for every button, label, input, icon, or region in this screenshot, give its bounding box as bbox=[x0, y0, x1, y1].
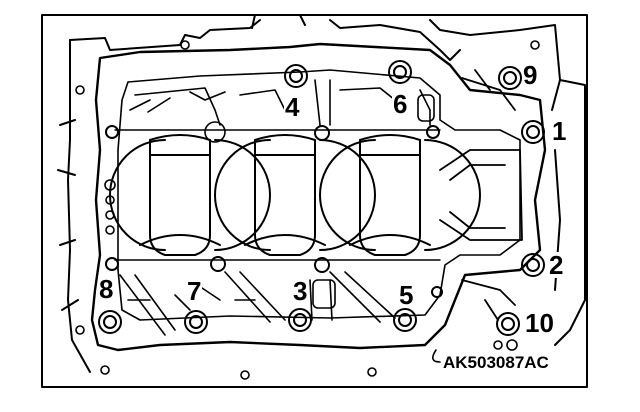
bolt-label-5: 5 bbox=[398, 280, 415, 310]
oil-passages bbox=[75, 40, 540, 380]
bolt-heads bbox=[98, 60, 545, 336]
lower-ribs bbox=[119, 271, 396, 336]
bolt-head-8 bbox=[98, 310, 122, 334]
bolt-label-3: 3 bbox=[292, 276, 309, 306]
reference-leader bbox=[432, 349, 441, 363]
figure-frame bbox=[41, 14, 588, 388]
upper-block-outline bbox=[57, 14, 586, 373]
bearing-caps bbox=[139, 134, 431, 256]
right-boss bbox=[439, 69, 523, 321]
bolt-label-8: 8 bbox=[98, 274, 115, 304]
figure-reference-code: AK503087AC bbox=[443, 353, 549, 372]
bolt-head-1 bbox=[521, 120, 545, 144]
bolt-head-6 bbox=[388, 60, 412, 84]
bolt-head-3 bbox=[288, 308, 312, 332]
bolt-label-10: 10 bbox=[524, 308, 555, 338]
bolt-head-4 bbox=[284, 64, 308, 88]
bolt-head-9 bbox=[498, 66, 522, 90]
ladder-frame-outline bbox=[90, 42, 547, 352]
bolt-head-5 bbox=[393, 308, 417, 332]
upper-ribs bbox=[129, 79, 431, 126]
bolt-head-10 bbox=[496, 312, 520, 336]
bolt-label-2: 2 bbox=[548, 250, 565, 280]
bolt-label-6: 6 bbox=[392, 89, 409, 119]
bolt-head-2 bbox=[521, 253, 545, 277]
bolt-head-7 bbox=[184, 310, 208, 334]
bolt-label-9: 9 bbox=[522, 60, 539, 90]
main-bearing-bores bbox=[109, 129, 481, 261]
bolt-label-1: 1 bbox=[551, 116, 568, 146]
bolt-label-7: 7 bbox=[186, 276, 203, 306]
bolt-label-4: 4 bbox=[284, 92, 301, 122]
